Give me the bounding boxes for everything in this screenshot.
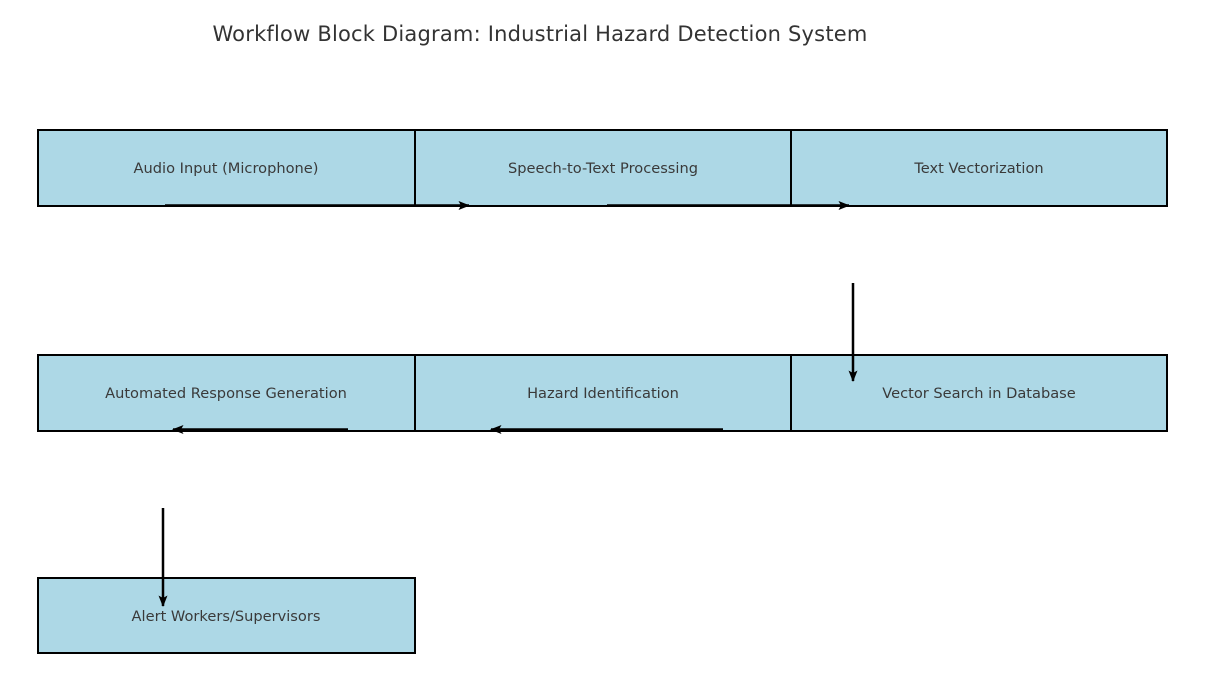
node-box-speech-to-text <box>414 129 792 207</box>
node-vector-search: Vector Search in Database <box>790 354 1168 432</box>
node-box-automated-response <box>37 354 416 432</box>
node-audio-input: Audio Input (Microphone) <box>37 129 416 207</box>
node-label-hazard-identification: Hazard Identification <box>527 385 679 402</box>
node-label-speech-to-text: Speech-to-Text Processing <box>508 160 698 177</box>
node-automated-response: Automated Response Generation <box>37 354 416 432</box>
node-box-audio-input <box>37 129 416 207</box>
node-speech-to-text: Speech-to-Text Processing <box>414 129 792 207</box>
node-label-alert-workers: Alert Workers/Supervisors <box>132 608 321 625</box>
node-label-text-vectorization: Text Vectorization <box>913 160 1043 177</box>
diagram-title: Workflow Block Diagram: Industrial Hazar… <box>212 22 868 46</box>
node-box-alert-workers <box>37 577 416 654</box>
node-label-audio-input: Audio Input (Microphone) <box>134 160 319 177</box>
node-text-vectorization: Text Vectorization <box>790 129 1168 207</box>
node-box-hazard-identification <box>414 354 792 432</box>
node-label-vector-search: Vector Search in Database <box>882 385 1076 402</box>
node-alert-workers: Alert Workers/Supervisors <box>37 577 416 654</box>
node-hazard-identification: Hazard Identification <box>414 354 792 432</box>
node-box-text-vectorization <box>790 129 1168 207</box>
node-label-automated-response: Automated Response Generation <box>105 385 347 402</box>
